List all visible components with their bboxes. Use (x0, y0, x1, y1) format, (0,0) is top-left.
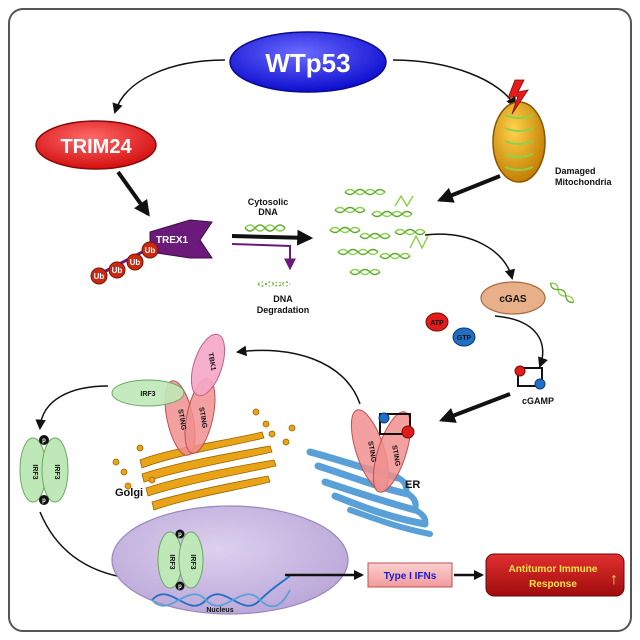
damaged-mito-label-1: Damaged (555, 166, 596, 176)
dna-degradation-label-1: DNA (273, 294, 293, 304)
up-arrow-icon: ↑ (610, 571, 618, 588)
dna-cloud (329, 188, 429, 276)
cgas-label: cGAS (499, 294, 527, 305)
nuclear-dna-helix (151, 575, 291, 608)
type1-ifns-box: Type I IFNs (367, 562, 453, 588)
svg-text:p: p (178, 584, 182, 590)
arrow-cgas-to-cgamp (494, 315, 548, 368)
svg-text:GTP: GTP (457, 335, 472, 342)
arrow-dna-degradation (231, 243, 296, 271)
svg-text:IRF3: IRF3 (189, 554, 196, 569)
tbk1-label: TBK1 (206, 352, 216, 371)
svg-text:Ub: Ub (130, 258, 141, 267)
arrow-cgamp-to-sting (439, 392, 511, 423)
type1-ifns-label: Type I IFNs (384, 571, 437, 582)
nucleus-label: Nucleus (206, 607, 233, 614)
damaged-mitochondria (492, 79, 546, 183)
wtp53-label: WTp53 (265, 48, 350, 78)
svg-text:Ub: Ub (94, 272, 105, 281)
svg-text:p: p (178, 532, 182, 538)
gtp-molecule: GTP (452, 327, 476, 347)
cytosolic-dna-label-2: DNA (258, 207, 278, 217)
svg-text:IRF3: IRF3 (53, 464, 60, 479)
cgamp-label: cGAMP (522, 396, 554, 406)
cgas-node: cGAS (480, 281, 575, 315)
cgamp-molecule (514, 365, 546, 390)
cytosolic-dna-label-1: Cytosolic (248, 197, 289, 207)
ub-bead-3 (108, 261, 126, 279)
er-label: ER (405, 479, 420, 491)
svg-text:STING: STING (176, 409, 187, 432)
trim24-node: TRIM24 (35, 120, 157, 170)
atp-molecule: ATP (425, 312, 449, 332)
sting-dimer-er: STING STING (350, 409, 415, 493)
svg-text:IRF3: IRF3 (31, 464, 38, 479)
golgi-label: Golgi (115, 487, 143, 499)
arrow-mito-to-dna-cloud (437, 174, 501, 203)
arrow-er-to-golgi (235, 345, 361, 405)
antitumor-label-1: Antitumor Immune (509, 564, 598, 575)
antitumor-label-2: Response (529, 579, 577, 590)
arrow-to-dna-cloud (231, 229, 314, 246)
trex1-label: TREX1 (156, 235, 189, 246)
svg-text:STING: STING (390, 445, 401, 468)
dna-degradation-label-2: Degradation (257, 305, 310, 315)
arrow-trim24-to-trex1 (116, 170, 150, 217)
arrow-dna-to-cgas (424, 233, 516, 281)
svg-text:p: p (42, 498, 46, 504)
arrow-golgi-to-pirf3 (35, 385, 109, 431)
ubiquitin-chain: Ub Ub Ub Ub (90, 241, 159, 285)
ub-bead-2 (126, 253, 144, 271)
sting-tbk1-irf3-complex: STING STING IRF3 TBK1 (111, 333, 226, 456)
svg-text:STING: STING (197, 407, 208, 430)
arrow-wtp53-to-trim24 (112, 59, 226, 115)
svg-text:p: p (42, 438, 46, 444)
phospho-irf3-dimer: IRF3 IRF3 p p (19, 435, 69, 505)
svg-text:STING: STING (366, 441, 377, 464)
svg-text:Ub: Ub (145, 246, 156, 255)
svg-text:Ub: Ub (112, 266, 123, 275)
svg-text:ATP: ATP (430, 320, 444, 327)
nuclear-irf3-dimer: IRF3 IRF3 p p (157, 529, 204, 591)
trim24-label: TRIM24 (60, 136, 132, 158)
ub-bead-4 (90, 267, 108, 285)
svg-text:IRF3: IRF3 (168, 554, 175, 569)
lightning-icon (507, 79, 529, 115)
antitumor-response-box: Antitumor Immune Response ↑ (485, 553, 625, 597)
damaged-mito-label-2: Mitochondria (555, 177, 612, 187)
ub-bead-1 (141, 241, 159, 259)
wtp53-node: WTp53 (229, 31, 387, 93)
golgi-apparatus (112, 408, 296, 511)
irf3-label-golgi: IRF3 (140, 391, 155, 398)
